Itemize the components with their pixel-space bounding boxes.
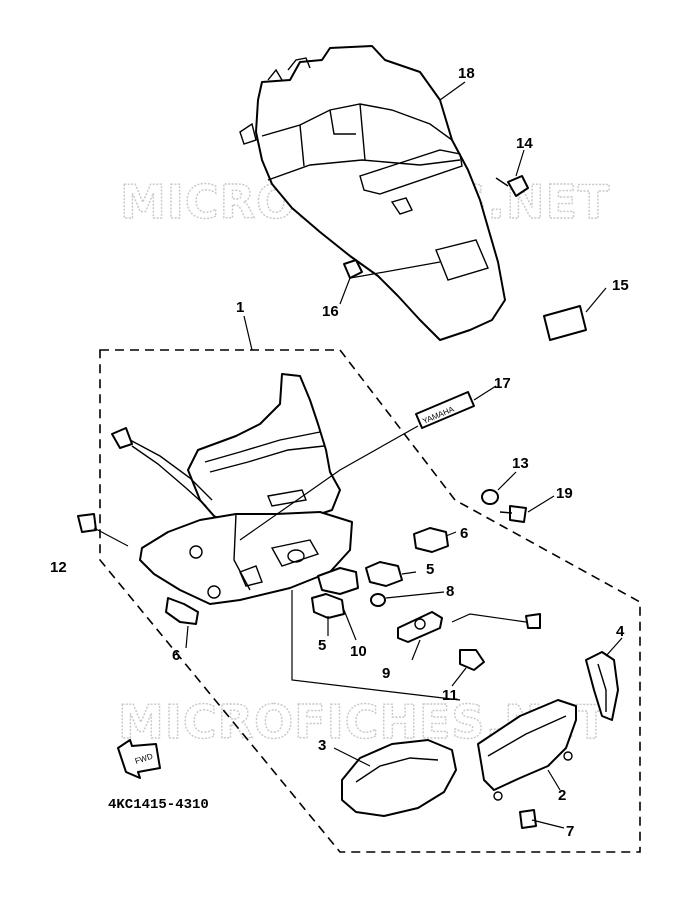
callout-13: 13 bbox=[512, 455, 529, 472]
callouts: 18 14 15 16 1 17 13 19 6 12 5 8 4 5 10 6… bbox=[50, 65, 629, 840]
rear-fender[interactable] bbox=[239, 45, 506, 341]
callout-12: 12 bbox=[50, 559, 67, 576]
reflector-4[interactable] bbox=[585, 651, 619, 721]
callout-6-right: 6 bbox=[460, 525, 468, 542]
bulb-10[interactable] bbox=[317, 567, 359, 595]
nut-16[interactable] bbox=[343, 259, 363, 279]
lens-8[interactable] bbox=[370, 593, 386, 607]
callout-2: 2 bbox=[558, 787, 566, 804]
screw-19[interactable] bbox=[499, 505, 527, 523]
screw-small[interactable] bbox=[525, 613, 541, 629]
callout-3: 3 bbox=[318, 737, 326, 754]
callout-6-left: 6 bbox=[172, 647, 180, 664]
callout-5-lower: 5 bbox=[318, 637, 326, 654]
bulb-5-upper[interactable] bbox=[365, 561, 403, 587]
callout-10: 10 bbox=[350, 643, 367, 660]
grommet-13[interactable] bbox=[481, 489, 499, 505]
callout-15: 15 bbox=[612, 277, 629, 294]
callout-4: 4 bbox=[616, 623, 625, 640]
reflector-15[interactable] bbox=[543, 305, 587, 341]
tail-cover[interactable] bbox=[187, 373, 341, 529]
callout-5-upper: 5 bbox=[426, 561, 434, 578]
assembly-boundary bbox=[99, 349, 641, 853]
bracket-12[interactable] bbox=[77, 513, 129, 547]
callout-16: 16 bbox=[322, 303, 339, 320]
wire-harness[interactable] bbox=[111, 427, 213, 507]
callout-8: 8 bbox=[446, 583, 454, 600]
bulb-6-left[interactable] bbox=[165, 597, 199, 625]
front-direction-arrow: FWD bbox=[117, 739, 161, 779]
emblem-17[interactable]: YAMAHA bbox=[415, 391, 475, 429]
bulb-11[interactable] bbox=[459, 649, 485, 671]
diagram-code: 4KC1415-4310 bbox=[108, 797, 209, 813]
lens-2[interactable] bbox=[477, 699, 577, 801]
bulb-6-right[interactable] bbox=[413, 527, 449, 553]
callout-14: 14 bbox=[516, 135, 533, 152]
callout-11: 11 bbox=[442, 687, 458, 704]
screw-14[interactable] bbox=[495, 175, 529, 197]
lens-3[interactable] bbox=[341, 739, 457, 817]
callout-1: 1 bbox=[236, 299, 244, 316]
bulb-5-lower[interactable] bbox=[311, 593, 345, 619]
callout-9: 9 bbox=[382, 665, 390, 682]
leader-lines bbox=[185, 81, 623, 829]
callout-17: 17 bbox=[494, 375, 511, 392]
socket-9[interactable] bbox=[397, 611, 443, 643]
callout-18: 18 bbox=[458, 65, 475, 82]
callout-19: 19 bbox=[556, 485, 573, 502]
callout-7: 7 bbox=[566, 823, 574, 840]
lamp-base[interactable] bbox=[139, 511, 353, 605]
screw-7[interactable] bbox=[519, 809, 537, 829]
